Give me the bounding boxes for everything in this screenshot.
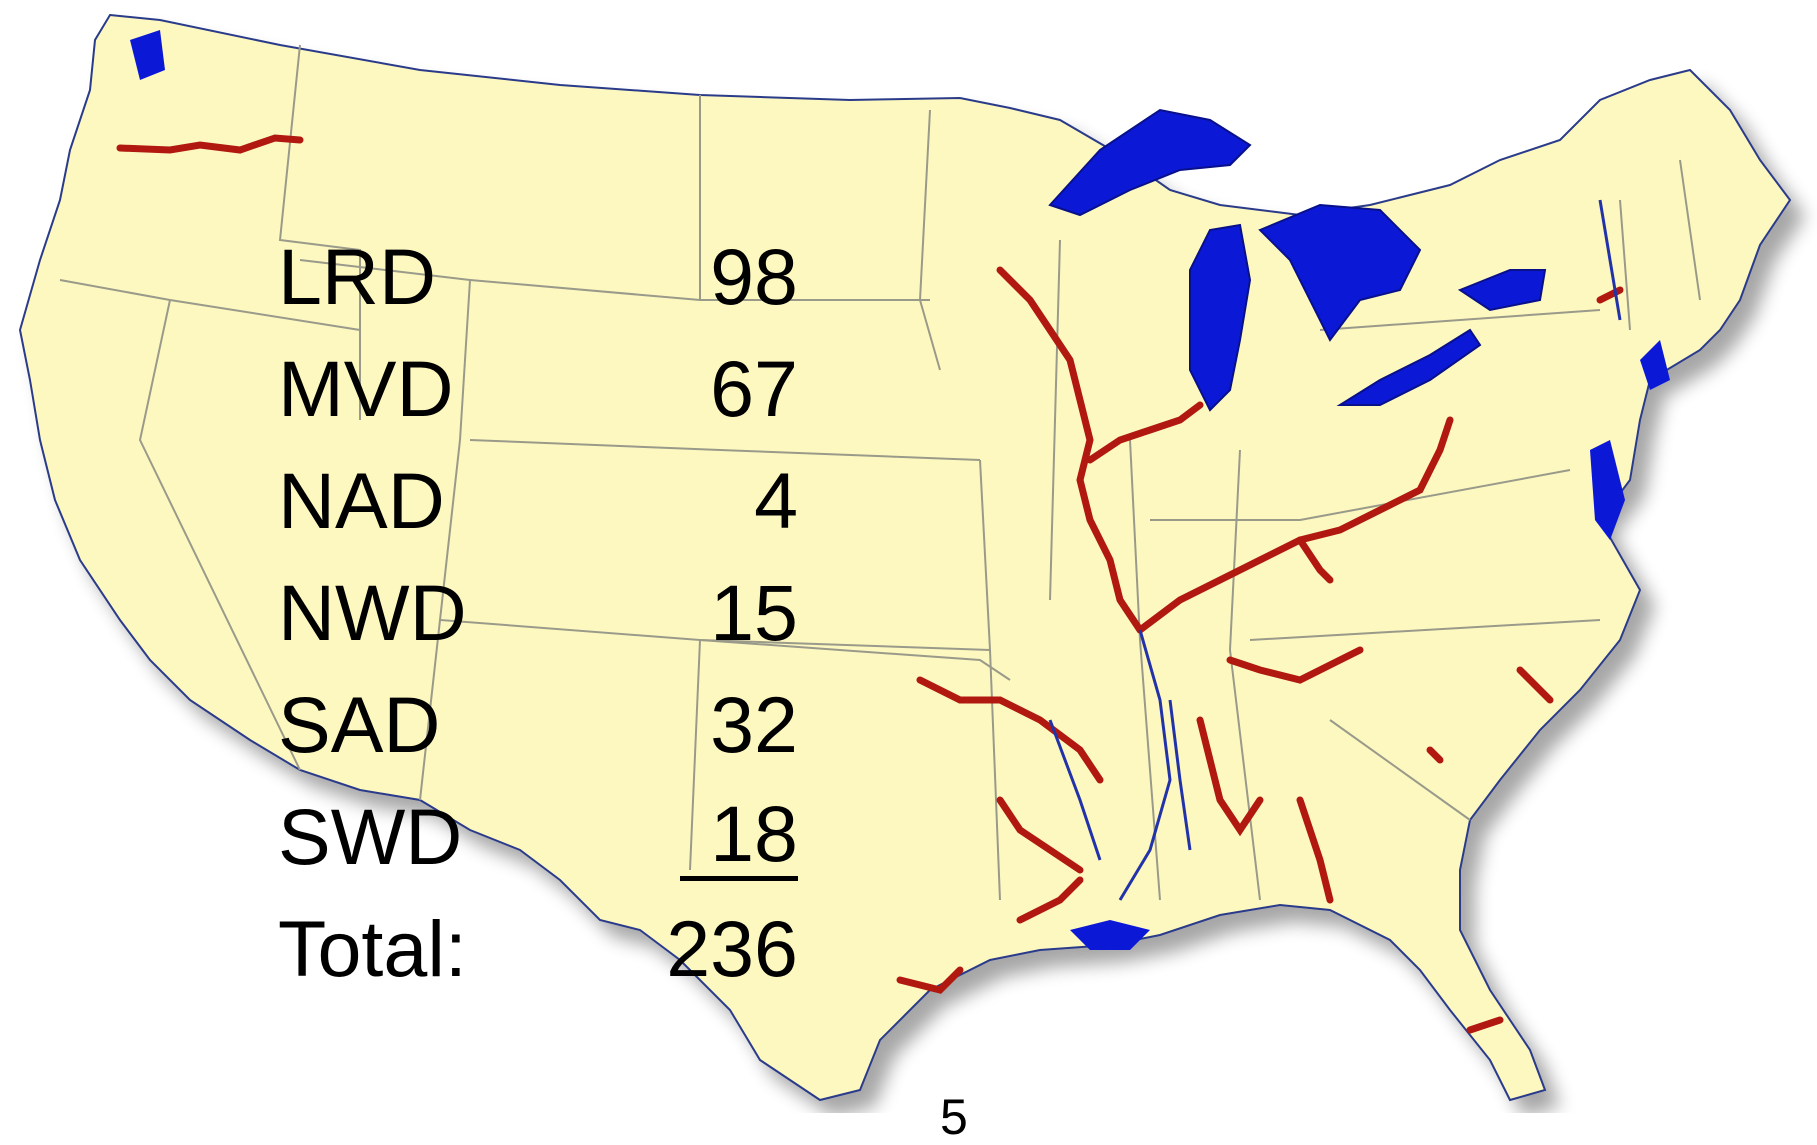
coastal-waters <box>130 30 1670 950</box>
district-count: 15 <box>710 568 798 657</box>
table-row: LRD 98 <box>278 232 798 344</box>
district-count-underlined: 18 <box>680 792 798 881</box>
us-waterways-map <box>18 13 1792 1102</box>
great-lakes <box>1048 108 1547 412</box>
district-count: 4 <box>754 456 798 545</box>
district-count: 67 <box>710 344 798 433</box>
navigable-waterways <box>116 134 1624 1034</box>
district-label: MVD <box>278 344 454 433</box>
table-row: SWD 18 <box>278 792 798 904</box>
waterways-blue-rivers <box>1048 199 1622 901</box>
table-row: SAD 32 <box>278 680 798 792</box>
table-row: MVD 67 <box>278 344 798 456</box>
district-count: 98 <box>710 232 798 321</box>
district-label: SWD <box>278 792 463 881</box>
district-label: NWD <box>278 568 467 657</box>
total-count: 236 <box>666 904 798 993</box>
district-label: SAD <box>278 680 441 769</box>
total-row: Total: 236 <box>278 904 798 1016</box>
district-count: 32 <box>710 680 798 769</box>
state-borders <box>59 44 1701 901</box>
district-label: LRD <box>278 232 437 321</box>
total-label: Total: <box>278 904 467 993</box>
page-number: 5 <box>940 1089 968 1145</box>
table-row: NWD 15 <box>278 568 798 680</box>
district-label: NAD <box>278 456 445 545</box>
table-row: NAD 4 <box>278 456 798 568</box>
